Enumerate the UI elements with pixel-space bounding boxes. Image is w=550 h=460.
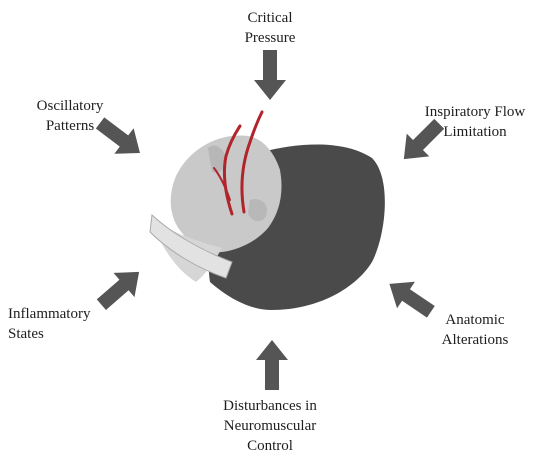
label-inflammatory-states: Inflammatory States: [0, 304, 118, 344]
label-critical-pressure: Critical Pressure: [220, 8, 320, 48]
label-critical-pressure-line-2: Pressure: [244, 30, 296, 46]
label-anatomic-alterations: Anatomic Alterations: [420, 310, 530, 350]
arrow-oscillatory-patterns: [95, 117, 140, 154]
label-oscillatory-patterns-line-1: Oscillatory: [36, 98, 104, 114]
label-inspiratory-flow-limitation-line-2: Limitation: [443, 124, 507, 140]
arrow-critical-pressure: [254, 50, 286, 100]
label-oscillatory-patterns: Oscillatory Patterns: [15, 96, 125, 136]
airway-line-3: [213, 167, 231, 201]
label-anatomic-alterations-line-1: Anatomic: [445, 312, 505, 328]
label-neuromuscular-control: Disturbances in Neuromuscular Control: [205, 396, 335, 456]
arrow-anatomic-alterations: [389, 281, 435, 318]
label-neuromuscular-control-line-2: Neuromuscular: [223, 418, 317, 434]
label-critical-pressure-line-1: Critical: [247, 10, 293, 26]
nose: [208, 145, 227, 173]
pillow: [149, 213, 233, 279]
ear: [248, 199, 268, 222]
label-neuromuscular-control-line-1: Disturbances in: [223, 398, 317, 414]
label-neuromuscular-control-line-3: Control: [247, 438, 293, 454]
airway-line-1: [222, 124, 242, 216]
arrow-inflammatory-states: [96, 271, 140, 310]
head-illustration: [149, 135, 385, 310]
label-anatomic-alterations-line-2: Alterations: [441, 332, 509, 348]
airway-line-2: [240, 110, 264, 214]
label-inflammatory-states-line-1: Inflammatory: [8, 306, 91, 322]
label-inflammatory-states-line-2: States: [8, 326, 44, 342]
arrow-inspiratory-flow-limitation: [403, 118, 445, 160]
arrow-neuromuscular-control: [256, 340, 288, 390]
label-oscillatory-patterns-line-2: Patterns: [45, 118, 95, 134]
upper-airway: [213, 110, 264, 216]
label-inspiratory-flow-limitation-line-1: Inspiratory Flow: [424, 104, 526, 120]
arrows: [95, 50, 445, 390]
label-inspiratory-flow-limitation: Inspiratory Flow Limitation: [410, 102, 540, 142]
